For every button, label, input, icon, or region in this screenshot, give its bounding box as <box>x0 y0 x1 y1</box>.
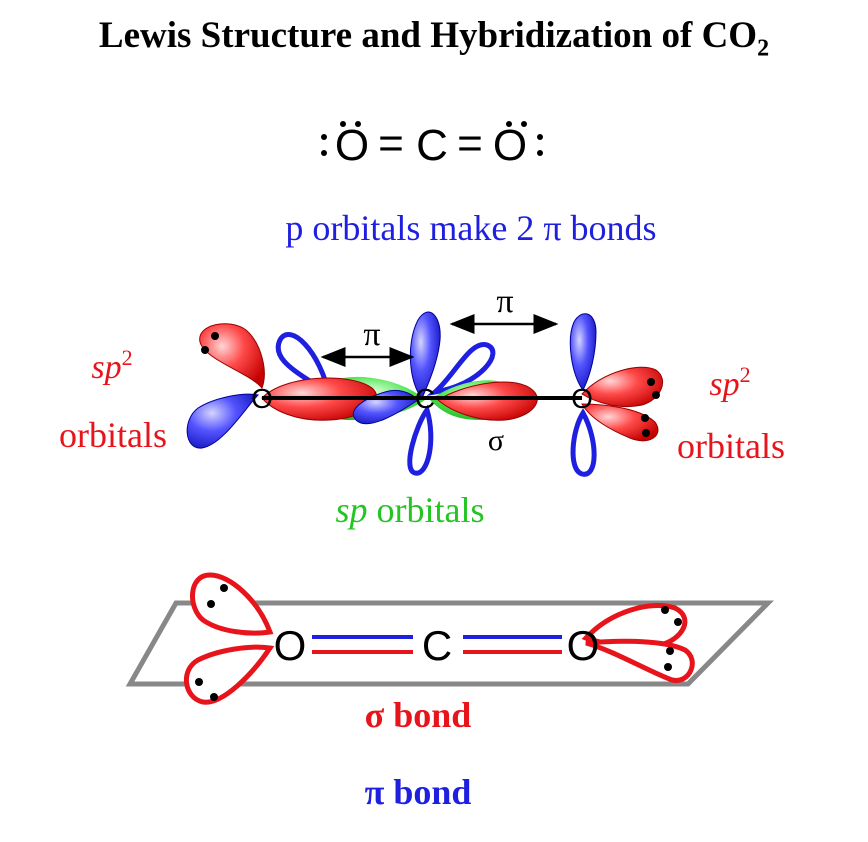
page-title: Lewis Structure and Hybridization of CO2 <box>0 14 868 62</box>
pi-label-right: π <box>496 283 513 320</box>
title-text: Lewis Structure and Hybridization of CO <box>98 15 758 56</box>
plane-atom-c: C <box>422 622 452 669</box>
lewis-lone-pairs <box>321 121 543 156</box>
sigma-label: σ <box>488 424 504 457</box>
title-subscript: 2 <box>757 35 770 62</box>
sp2-right-prefix: sp <box>709 366 739 403</box>
sp-orbitals-caption: sp orbitals <box>336 490 485 530</box>
sp2-orbital <box>581 403 659 442</box>
pi-bond-legend: π bond <box>365 772 472 812</box>
svg-text:sp2: sp2 <box>709 362 750 403</box>
pi-label-left: π <box>363 316 380 353</box>
molecular-plane: O C O <box>125 572 774 705</box>
sp2-orbital <box>437 381 538 421</box>
sp2-label-right: sp2 orbitals <box>677 362 785 466</box>
sp2-left-sup: 2 <box>122 345 133 370</box>
lewis-atom-o-left: O <box>335 121 369 170</box>
sp2-right-sup: 2 <box>740 362 751 387</box>
sp2-left-prefix: sp <box>91 349 121 386</box>
plane-atom-o-left: O <box>274 622 307 669</box>
lone-pair-lobe <box>190 572 274 636</box>
p-orbital-outline <box>426 342 496 396</box>
lone-pair-lobe <box>585 638 695 683</box>
lewis-atom-c: C <box>416 121 448 170</box>
p-orbital-outline <box>407 404 434 476</box>
sp2-orbital <box>199 323 265 389</box>
plane-outline <box>125 600 774 687</box>
lewis-structure: O = C = O <box>321 119 543 170</box>
sp2-label-left: sp2 orbitals <box>59 345 167 455</box>
lewis-bond-right: = <box>457 119 483 168</box>
sp2-left-word: orbitals <box>59 415 167 455</box>
sp2-right-word: orbitals <box>677 426 785 466</box>
lewis-atom-o-right: O <box>493 121 527 170</box>
orbital-atom-c: C <box>415 383 435 414</box>
orbital-atom-o-right: O <box>571 383 593 414</box>
svg-text:sp2: sp2 <box>91 345 132 386</box>
sp-caption-prefix: sp <box>336 490 368 530</box>
sp-caption-word: orbitals <box>368 490 485 530</box>
lone-pair-lobe <box>183 644 275 705</box>
sp2-orbital <box>581 366 663 408</box>
p-orbitals-caption: p orbitals make 2 π bonds <box>285 208 656 248</box>
p-orbital-outline <box>570 408 597 477</box>
p-orbital <box>569 313 597 391</box>
p-orbital <box>186 393 259 449</box>
lewis-bond-left: = <box>378 119 404 168</box>
orbital-diagram: O C O π π σ <box>186 283 663 477</box>
plane-atom-o-right: O <box>567 622 600 669</box>
p-orbital <box>409 311 441 399</box>
sigma-bond-legend: σ bond <box>365 695 472 735</box>
